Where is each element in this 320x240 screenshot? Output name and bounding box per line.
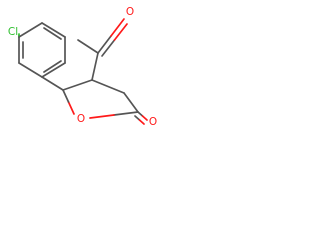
ring-oxygen-atom-label: O	[77, 113, 85, 125]
acetyl-co-double-1-a	[97, 35, 112, 54]
acetyl-co-double-2-a	[101, 39, 116, 57]
aryl-c5-bond	[41, 76, 64, 91]
c2-o-double-1-b	[141, 115, 148, 121]
benzene-double-1	[43, 27, 62, 40]
acetyl-co-double-2-b	[113, 23, 128, 41]
bonds	[18, 18, 148, 125]
o1-c5-bond-b	[62, 89, 70, 103]
benzene-bond-6	[18, 22, 43, 38]
atom-labels: Cl O O O	[8, 6, 157, 128]
acetyl-co-double-1-b	[110, 18, 125, 37]
c3-c2-bond	[123, 92, 139, 113]
c2-o-double-2-a	[134, 115, 141, 121]
c2-o-double-1-a	[137, 111, 144, 117]
lactone-carbonyl-oxygen-label: O	[149, 116, 157, 128]
c4-acetyl-bond	[91, 52, 99, 81]
benzene-bond-1	[41, 22, 66, 38]
c2-o1-bond-b	[89, 114, 115, 119]
c2-o1-bond-a	[113, 111, 139, 116]
chlorine-atom-label: Cl	[8, 26, 18, 38]
benzene-bond-4	[18, 62, 43, 78]
c4-c3-bond	[91, 79, 125, 94]
benzene-bond-3	[41, 62, 66, 78]
o1-c5-bond-a	[67, 101, 75, 115]
acetyl-methyl-bond	[77, 39, 99, 54]
acetyl-carbonyl-oxygen-label: O	[126, 6, 134, 18]
c2-o-double-2-b	[138, 119, 145, 125]
c5-c4-bond	[62, 79, 93, 91]
molecule-canvas: Cl O O O	[0, 0, 189, 139]
benzene-double-2	[43, 60, 62, 73]
chemical-structure-diagram: Cl O O O	[8, 6, 157, 128]
